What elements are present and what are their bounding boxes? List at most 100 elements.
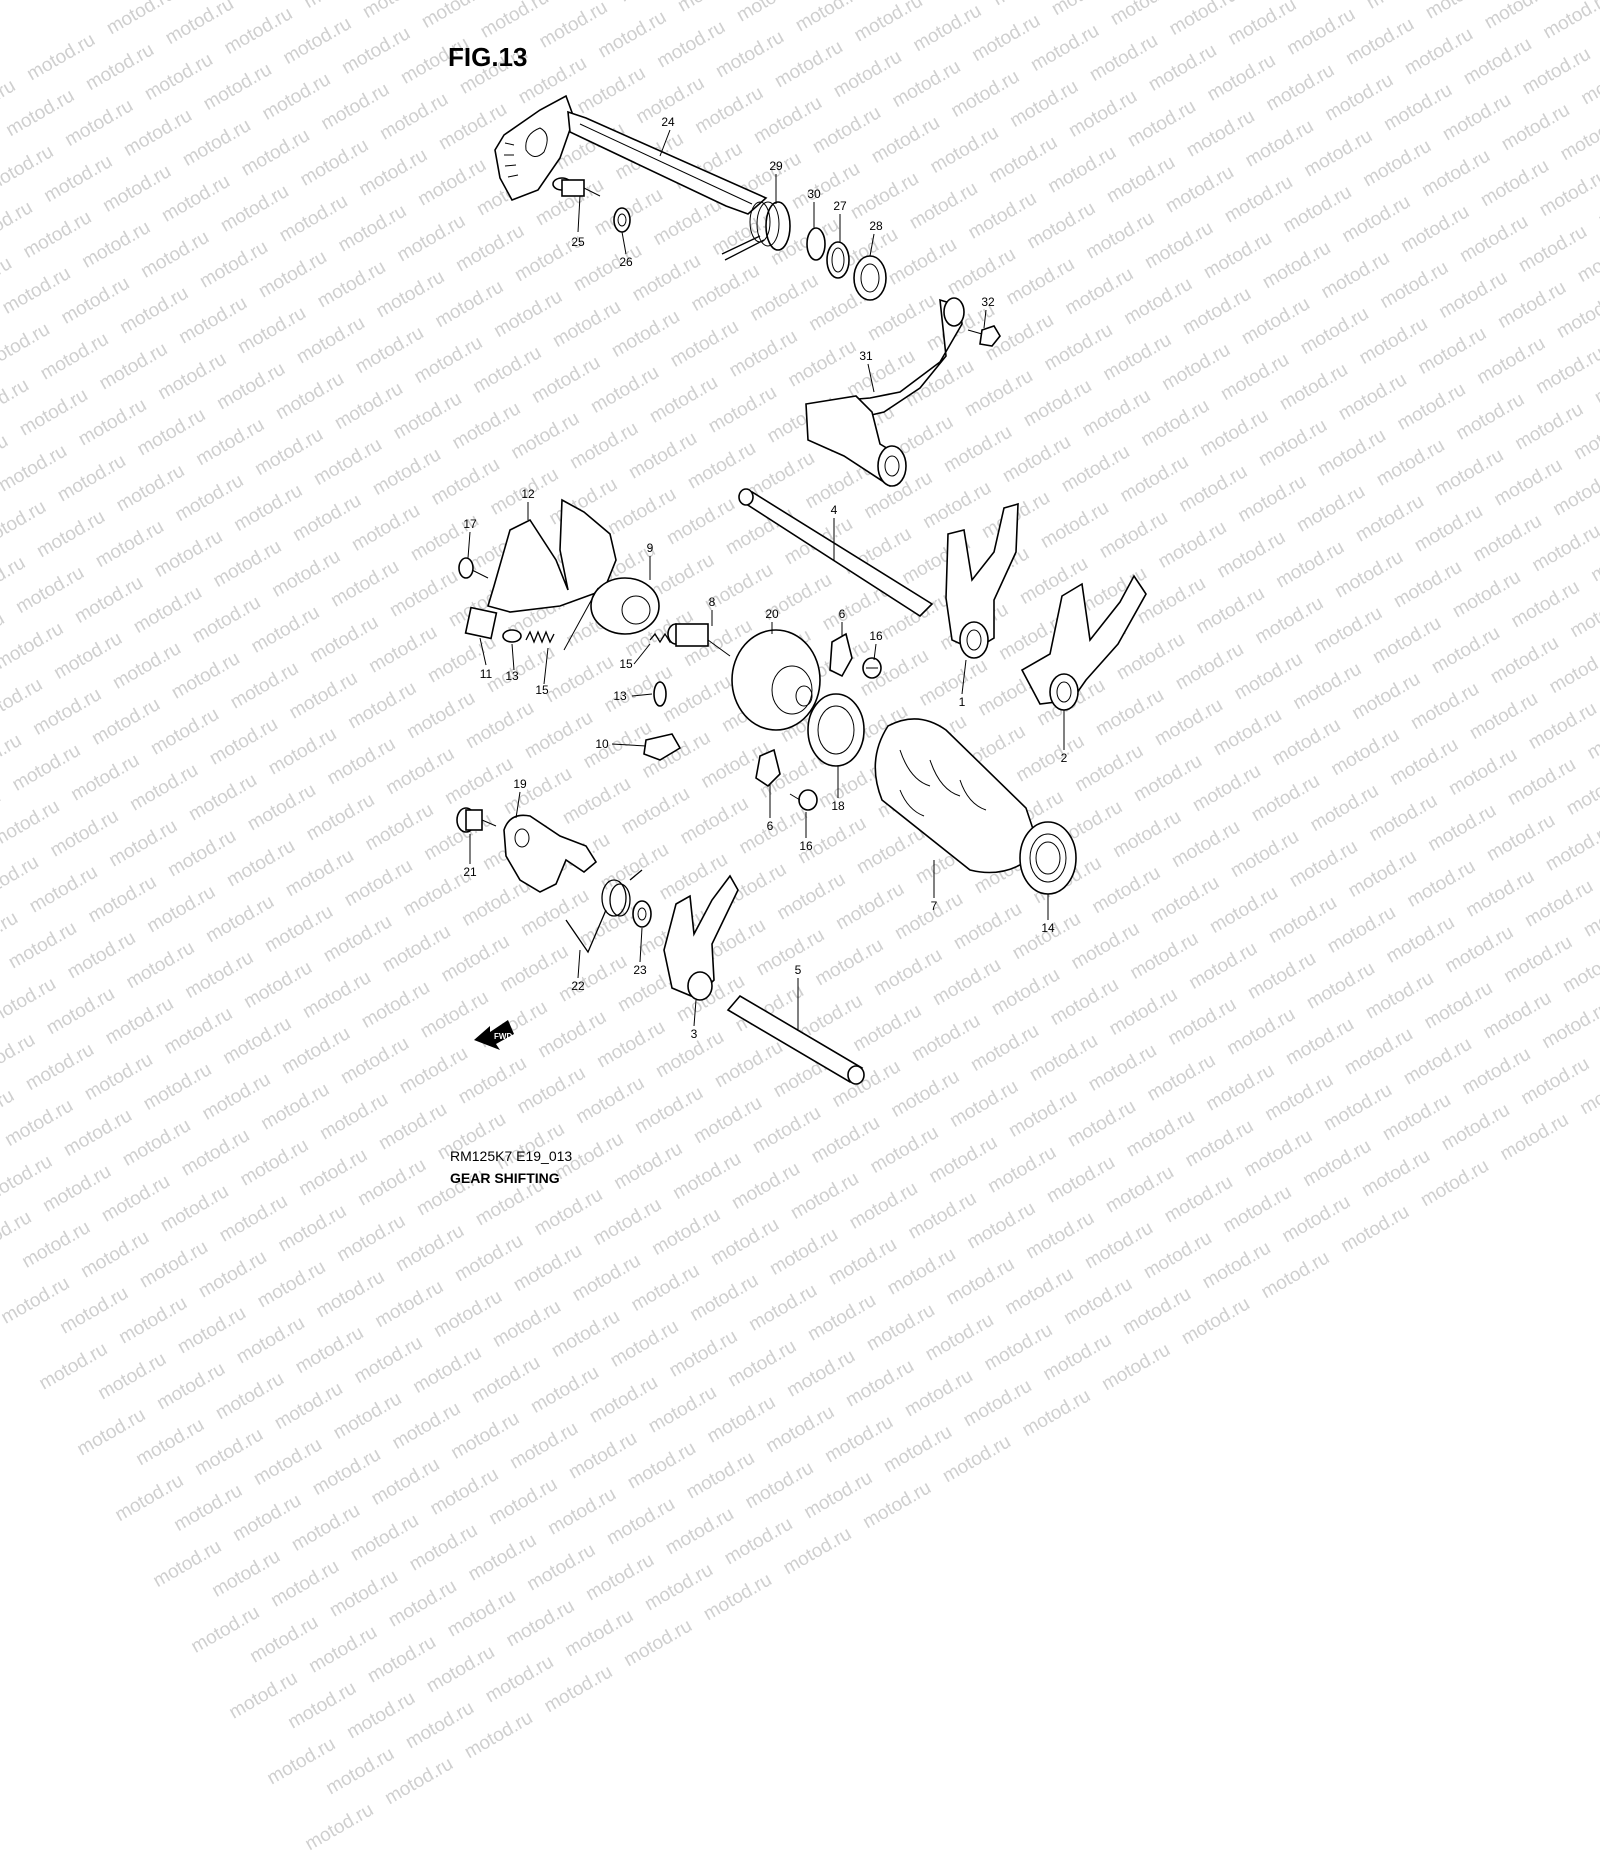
watermark-text: motod.ru (644, 1381, 721, 1438)
watermark-text: motod.ru (540, 1661, 617, 1718)
watermark-text: motod.ru (481, 1651, 558, 1708)
watermark-text: motod.ru (648, 1204, 724, 1260)
watermark-text: motod.ru (443, 1585, 520, 1642)
watermark-text: motod.ru (1157, 1349, 1233, 1405)
oil-seal-28 (853, 255, 887, 301)
bearing-18 (807, 693, 865, 767)
figure-title: FIG.13 (448, 42, 528, 72)
callout-17: 17 (463, 517, 477, 531)
watermark-text: motod.ru (586, 1371, 662, 1428)
watermark-text: motod.ru (624, 1437, 700, 1494)
watermark-text: motod.ru (783, 1345, 859, 1402)
watermark-text: motod.ru (842, 1355, 918, 1412)
watermark-text: motod.ru (94, 1348, 170, 1405)
watermark-text: motod.ru (565, 1427, 641, 1484)
watermark-text: motod.ru (918, 1487, 994, 1543)
callout-16-lower: 16 (799, 839, 813, 853)
watermark-text: motod.ru (0, 1207, 36, 1263)
watermark-text: motod.ru (1198, 1237, 1275, 1294)
watermark-text: motod.ru (959, 1375, 1036, 1432)
watermark-text: motod.ru (1257, 1247, 1334, 1304)
watermark-text: motod.ru (329, 1388, 406, 1444)
watermark-text: motod.ru (326, 1565, 402, 1622)
shift-fork-1 (945, 502, 1019, 659)
callout-32: 32 (981, 295, 995, 309)
watermark-text: motod.ru (132, 1414, 208, 1471)
watermark-text: motod.ru (779, 1523, 856, 1580)
watermark-text: motod.ru (388, 1398, 465, 1454)
watermark-text: motod.ru (1140, 1227, 1216, 1284)
callout-20: 20 (765, 607, 779, 621)
callout-18: 18 (831, 799, 845, 813)
callout-9: 9 (647, 541, 654, 555)
pin-13-upper (502, 629, 522, 643)
watermark-text: motod.ru (700, 1569, 776, 1626)
watermark-text: motod.ru (343, 1687, 419, 1744)
watermark-text: motod.ru (502, 1595, 579, 1652)
watermark-text: motod.ru (250, 1434, 326, 1490)
callout-6-lower: 6 (767, 819, 774, 833)
callout-8: 8 (709, 595, 716, 609)
watermark-text: motod.ru (942, 1253, 1019, 1310)
callout-13-center: 13 (613, 689, 627, 703)
spring-15-left (525, 630, 555, 644)
watermark-text: motod.ru (402, 1697, 478, 1754)
watermark-text: motod.ru (468, 1352, 544, 1408)
shift-fork-3 (663, 874, 739, 1001)
watermark-text: motod.ru (360, 1809, 436, 1861)
watermark-text: motod.ru (825, 1233, 901, 1290)
model-code: RM125K7 E19_013 (450, 1148, 573, 1164)
cam-stopper-12 (486, 498, 617, 613)
bolt-25 (552, 177, 601, 197)
watermark-text: motod.ru (489, 1296, 565, 1352)
watermark-text: motod.ru (187, 1601, 264, 1658)
watermark-text: motod.ru (561, 1605, 637, 1662)
callout-16-upper: 16 (869, 629, 883, 643)
watermark-text: motod.ru (901, 1365, 977, 1422)
watermark-text: motod.ru (1039, 1329, 1116, 1386)
watermark-text: motod.ru (1119, 1283, 1195, 1340)
watermark-text: motod.ru (111, 1470, 188, 1526)
watermark-text: motod.ru (883, 1243, 960, 1300)
callout-4: 4 (831, 503, 838, 517)
fork-shaft-5 (726, 994, 865, 1085)
watermark-text: motod.ru (863, 1299, 939, 1356)
callout-3: 3 (691, 1027, 698, 1041)
watermark-text: motod.ru (56, 1282, 132, 1339)
forward-direction-arrow: FWD (474, 1020, 514, 1050)
guide-plate-6-upper (829, 632, 853, 678)
gearshift-cam-drum-7 (874, 718, 1077, 895)
exploded-parts-diagram: FWD (456, 94, 1147, 1085)
watermark-text: motod.ru (510, 1240, 586, 1296)
watermark-text: motod.ru (821, 1411, 897, 1468)
watermark-text: motod.ru (405, 1519, 482, 1576)
watermark-text: motod.ru (381, 1753, 457, 1810)
callout-29: 29 (769, 159, 783, 173)
watermark-text: motod.ru (115, 1292, 191, 1349)
watermark-text: motod.ru (440, 1763, 516, 1819)
watermark-text: motod.ru (0, 1272, 74, 1329)
watermark-text: motod.ru (662, 1503, 738, 1560)
watermark-text: motod.ru (274, 1200, 351, 1257)
callout-25: 25 (571, 235, 585, 249)
watermark-text: motod.ru (766, 1224, 842, 1280)
watermark-text: motod.ru (1081, 1217, 1157, 1274)
callout-1: 1 (959, 695, 966, 709)
watermark-text: motod.ru (35, 1338, 112, 1395)
bolt-8 (667, 623, 731, 657)
callout-11: 11 (480, 667, 493, 681)
watermark-text: motod.ru (1001, 1263, 1078, 1320)
watermark-text: motod.ru (506, 1417, 582, 1474)
watermark-text: motod.ru (284, 1677, 360, 1734)
watermark-text: motod.ru (426, 1463, 503, 1520)
watermark-text: motod.ru (291, 1322, 368, 1379)
callout-14: 14 (1041, 921, 1055, 935)
watermark-text: motod.ru (246, 1611, 322, 1668)
watermark-text: motod.ru (409, 1342, 485, 1398)
watermark-text: motod.ru (253, 1256, 330, 1313)
watermark-text: motod.ru (312, 1266, 389, 1323)
watermark-text: motod.ru (548, 1306, 624, 1362)
bolt-17 (458, 557, 489, 579)
watermark-text: motod.ru (451, 1230, 527, 1287)
watermark-text: motod.ru (527, 1362, 603, 1418)
